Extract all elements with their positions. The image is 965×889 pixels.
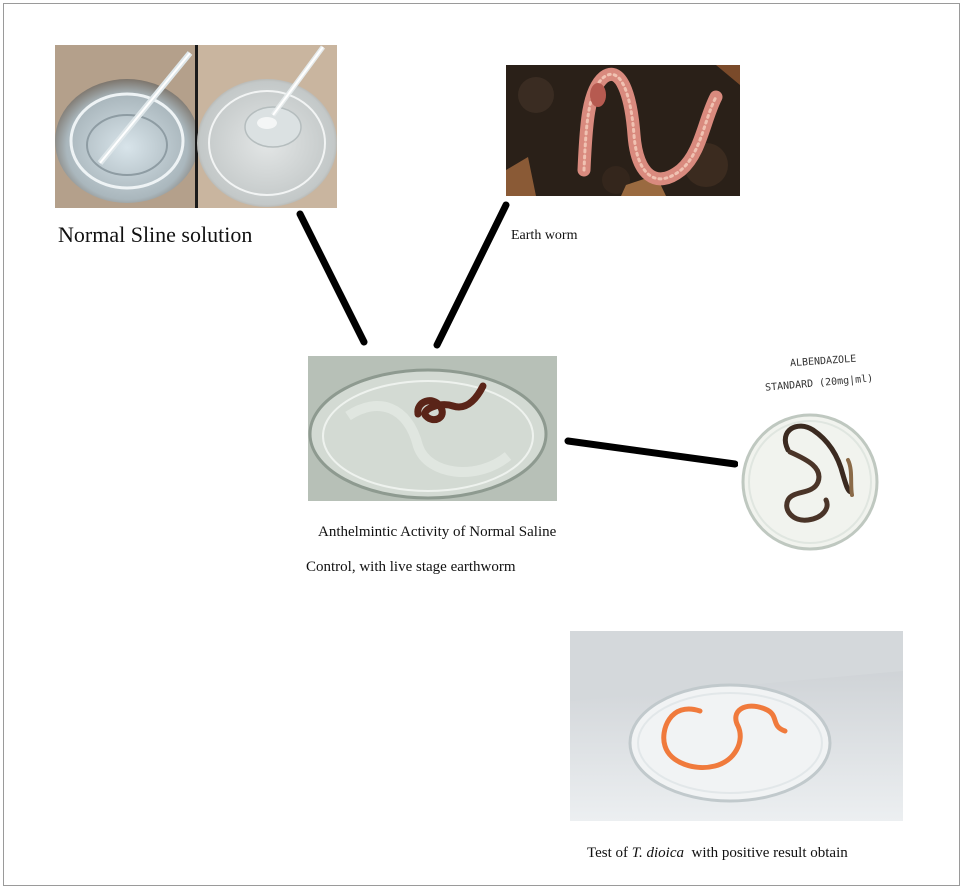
control-caption-line2: Control, with live stage earthworm [306, 559, 516, 576]
test-caption-prefix: Test of [587, 845, 632, 861]
control-dish-photo [308, 356, 557, 501]
saline-caption: Normal Sline solution [58, 222, 252, 248]
test-caption: Test of T. dioica with positive result o… [587, 845, 848, 862]
control-caption-line1: Anthelmintic Activity of Normal Saline [318, 524, 556, 541]
connector-control-to-albendazole [568, 441, 735, 464]
test-dish-photo [570, 631, 903, 821]
test-caption-species: T. dioica [632, 845, 684, 861]
test-caption-suffix: with positive result obtain [684, 845, 848, 861]
saline-solution-photo [55, 45, 337, 208]
earthworm-caption: Earth worm [511, 228, 577, 244]
earthworm-photo [506, 65, 740, 196]
connector-earthworm-to-control [437, 205, 506, 345]
connector-saline-to-control [300, 214, 364, 342]
